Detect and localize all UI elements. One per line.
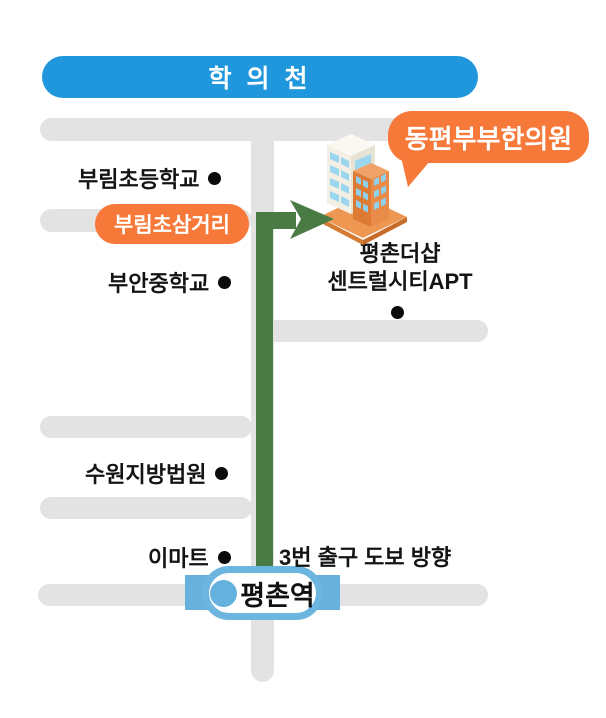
stream-banner: 학 의 천 — [42, 56, 478, 98]
walk-direction-note: 3번 출구 도보 방향 — [279, 545, 452, 570]
landmark-label: 부림초등학교 — [78, 167, 200, 192]
location-dot-icon — [391, 306, 404, 319]
clinic-callout-tail — [402, 161, 430, 187]
route-arrowhead-icon — [290, 200, 334, 239]
clinic-building-icon — [319, 134, 407, 245]
landmark-label: 수원지방법원 — [85, 462, 207, 487]
location-dot-icon — [217, 550, 231, 564]
clinic-callout: 동편부부한의원 — [388, 111, 589, 163]
road-left-horizontal-3 — [40, 497, 252, 519]
route-path-horizontal — [256, 212, 296, 229]
location-dot-icon — [215, 466, 229, 480]
landmark-suwon-court: 수원지방법원 — [85, 457, 229, 489]
station-dot-icon — [210, 579, 238, 607]
station-badge: 평촌역 — [202, 566, 323, 620]
stream-banner-label: 학 의 천 — [208, 65, 312, 93]
clinic-callout-label: 동편부부한의원 — [404, 123, 573, 154]
location-dot-icon — [208, 171, 222, 185]
landmark-label: 이마트 — [148, 546, 209, 571]
road-right-horizontal — [262, 320, 488, 342]
station-label: 평촌역 — [240, 580, 315, 611]
landmark-buan-middle: 부안중학교 — [108, 266, 232, 298]
junction-badge-label: 부림초삼거리 — [114, 214, 230, 237]
apartment-label-line1: 평촌더샵 — [359, 241, 441, 266]
apartment-label-line2: 센트럴시티APT — [327, 268, 473, 294]
apartment-label: 평촌더샵 센트럴시티APT — [315, 240, 485, 296]
road-left-horizontal-2 — [40, 416, 252, 438]
landmark-label: 부안중학교 — [108, 271, 210, 296]
landmark-burim-elementary: 부림초등학교 — [78, 162, 222, 194]
location-dot-icon — [218, 275, 232, 289]
route-path-vertical — [256, 212, 273, 567]
landmark-emart: 이마트 — [148, 541, 231, 573]
junction-badge: 부림초삼거리 — [95, 204, 249, 244]
